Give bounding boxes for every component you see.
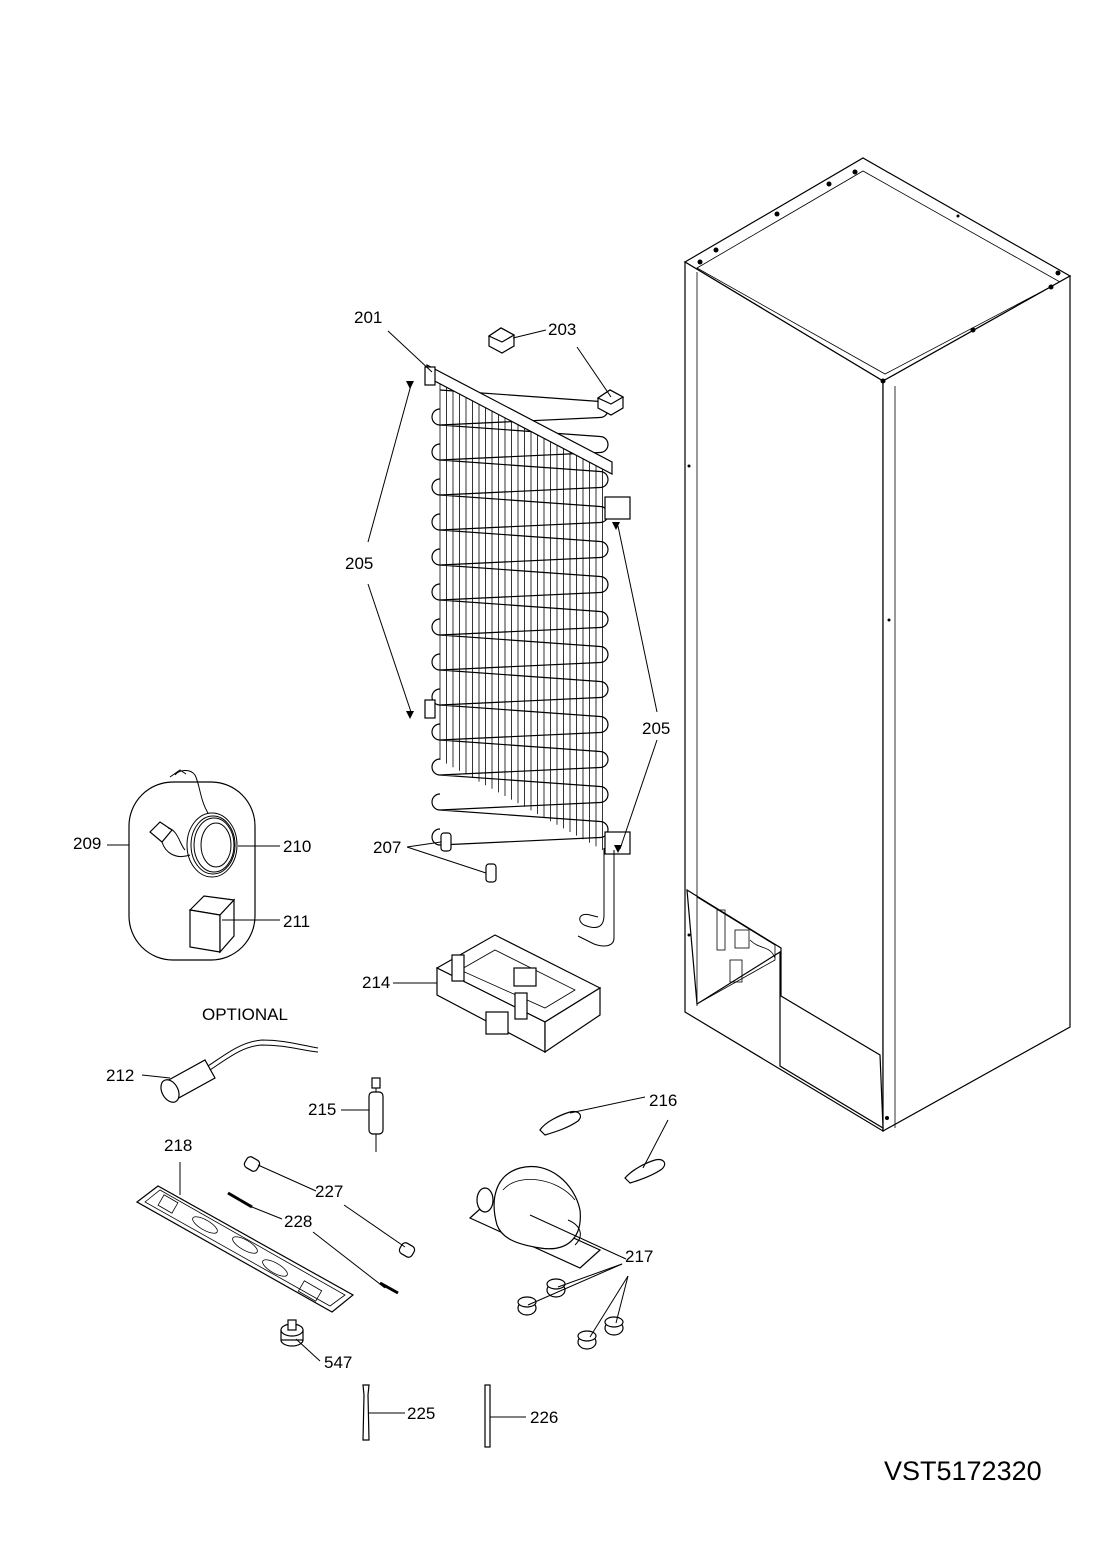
label-205-left: 205	[345, 554, 373, 573]
tube-225	[362, 1384, 370, 1441]
optional-note: OPTIONAL	[202, 1005, 288, 1024]
label-215: 215	[308, 1100, 336, 1119]
leveling-foot-547	[280, 1319, 304, 1347]
label-217: 217	[625, 1247, 653, 1266]
label-225: 225	[407, 1404, 435, 1423]
part-labels: 201 203 205 205 207 209 210 211 OPTIONAL…	[73, 308, 1042, 1486]
label-218: 218	[164, 1136, 192, 1155]
clips-216	[539, 1110, 666, 1184]
screws-205	[406, 381, 622, 853]
label-207: 207	[373, 838, 401, 857]
label-228: 228	[284, 1212, 312, 1231]
label-210: 210	[283, 837, 311, 856]
leader-lines	[107, 329, 669, 1418]
base-plate-218	[135, 1185, 355, 1313]
component-box-211	[188, 895, 236, 954]
label-203: 203	[548, 320, 576, 339]
label-209: 209	[73, 834, 101, 853]
label-211: 211	[283, 912, 310, 931]
label-226: 226	[530, 1408, 558, 1427]
label-214: 214	[362, 973, 390, 992]
label-201: 201	[354, 308, 382, 327]
condenser-201	[424, 364, 631, 947]
drip-tray-214	[435, 934, 602, 1054]
sleeve-227	[243, 1156, 416, 1258]
accessory-kit-209	[128, 769, 256, 961]
spacers-207	[440, 832, 497, 883]
capacitor-212	[160, 1039, 319, 1103]
filter-drier-215	[368, 1077, 384, 1152]
cabinet	[683, 157, 1072, 1133]
label-212: 212	[106, 1066, 134, 1085]
pipe-228	[227, 1191, 399, 1295]
grommets-217	[517, 1278, 624, 1350]
label-216: 216	[649, 1091, 677, 1110]
power-cord-210	[169, 769, 238, 878]
tube-226	[484, 1384, 491, 1448]
foot-203	[487, 327, 625, 416]
label-227: 227	[315, 1182, 343, 1201]
label-205-right: 205	[642, 719, 670, 738]
label-547: 547	[324, 1353, 352, 1372]
drawing-code: VST5172320	[884, 1456, 1042, 1486]
